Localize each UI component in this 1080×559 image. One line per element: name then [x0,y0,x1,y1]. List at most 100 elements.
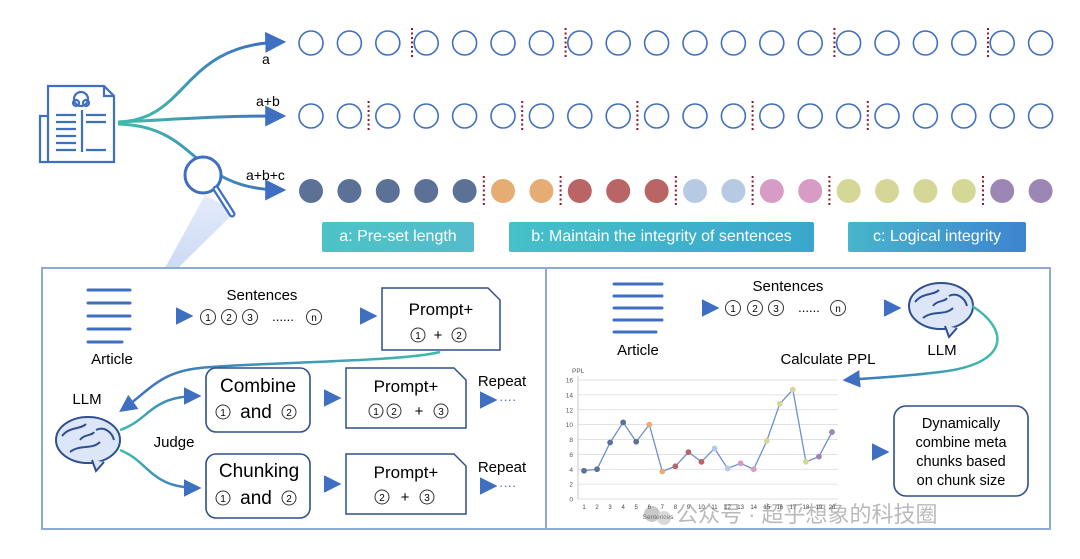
combine-n2: 2 [286,408,292,419]
sentence-rows [298,28,1054,206]
repeat-dots-1: ···· [499,392,516,407]
x-tick-label: 16 [776,505,783,511]
y-tick-label: 12 [566,407,574,414]
y-tick-label: 4 [569,467,573,474]
prompt-1-title: Prompt+ [409,300,474,319]
sentence-circle [336,30,363,56]
sentence-circle [682,103,708,129]
chunking-and: and [240,488,272,509]
sentence-circle [721,179,746,203]
ppl-data-point [698,458,705,465]
prompt-1-n1: 1 [415,331,421,342]
repeat-dots-2: ···· [499,478,516,493]
document-icon [38,84,116,164]
repeat-label-1: Repeat [478,373,527,390]
x-axis-label: Sentences [643,514,674,521]
sentence-circle [989,103,1016,129]
prompt-2-b: 2 [391,407,397,418]
rseq-ellipsis: ...... [798,300,820,315]
x-tick-label: 19 [816,505,823,511]
x-tick-label: 6 [648,505,652,511]
tag-logical-integrity: c: Logical integrity [848,222,1026,252]
sentence-circle [606,179,631,203]
x-tick-label: 10 [698,505,705,511]
branch-label-a: a [262,51,270,67]
ppl-data-point [646,421,653,428]
result-line-2: combine meta [915,435,1007,451]
ppl-data-point [789,386,796,393]
prompt-2-plus: + [415,403,424,420]
sentence-circle [375,179,400,203]
ppl-data-point [750,466,757,473]
sentence-circle [720,30,747,56]
sentence-circle [566,30,593,56]
sentence-circle [529,179,554,203]
x-tick-label: 4 [621,505,625,511]
ppl-data-point [763,438,770,444]
seq-ellipsis: ...... [272,309,294,324]
sentence-circle [643,103,670,129]
y-tick-label: 14 [566,392,574,399]
rseq-num-3: 3 [773,304,779,315]
sentence-circle [1027,103,1054,129]
sentence-circle [299,179,323,203]
sentence-circle [336,103,363,129]
prompt-1-plus: + [434,327,443,344]
sentence-circle [720,103,747,129]
y-tick-label: 8 [569,437,573,444]
sentence-circle [798,179,823,203]
magnifier-icon [183,155,236,218]
seq-num-2: 2 [226,313,232,324]
sentence-circle [414,179,439,203]
right-panel [545,267,1051,530]
sentence-circle [874,30,900,56]
sentence-circle [758,103,785,129]
ppl-data-point [659,468,666,475]
ppl-data-point [829,429,835,435]
sentence-sequence-right: 1 2 3 ...... n [725,300,846,316]
sentences-label: Sentences [227,287,298,304]
sentence-circle [605,30,632,56]
prompt-3-plus: + [401,489,410,506]
sentence-circle [682,30,708,56]
sentence-circle [875,179,899,203]
chunking-n2: 2 [286,494,292,505]
x-tick-label: 3 [608,505,612,511]
prompt-box-2 [345,367,467,429]
ppl-data-point [581,467,587,474]
sentence-circle [490,103,516,129]
result-line-4: on chunk size [917,473,1006,489]
ppl-data-point [685,449,692,456]
prompt-2-a: 1 [373,407,379,418]
sentence-circle [413,103,440,129]
sentence-circle [644,179,669,203]
ppl-data-point [633,438,640,445]
sentence-sequence: 1 2 3 ...... n [200,309,322,325]
sentence-circle [836,179,861,203]
chunking-box [205,453,311,519]
sentence-circle [566,103,593,129]
sentence-circle [491,179,515,203]
calc-ppl-label: Calculate PPL [780,351,875,368]
ppl-data-point [802,458,809,465]
llm-label-right: LLM [927,342,956,359]
ppl-data-point [776,400,783,407]
sentence-circle [797,30,824,56]
seq-num-3: 3 [247,313,253,324]
x-tick-label: 20 [829,505,836,511]
sentence-circle [567,179,592,203]
tag-preset-length: a: Pre-set length [322,222,474,252]
brain-icon-right [908,282,974,339]
x-tick-label: 8 [674,505,678,511]
sentence-circle [452,179,477,203]
chunking-title: Chunking [219,461,299,482]
sentence-circle [913,179,938,203]
sentence-circle [950,30,977,56]
x-tick-label: 2 [595,505,599,511]
sentence-circle [528,103,555,129]
sentence-circle [797,103,824,129]
sentence-circle [528,30,555,56]
result-line-3: chunks based [916,454,1005,470]
result-box [893,405,1029,497]
